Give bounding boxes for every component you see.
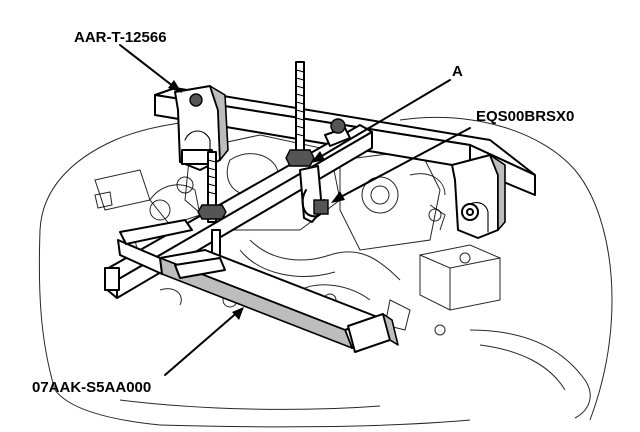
- label-a: A: [452, 63, 463, 80]
- label-eqs00brsx0: EQS00BRSX0: [476, 108, 574, 125]
- left-support-block: [174, 85, 229, 171]
- label-aar-t-12566: AAR-T-12566: [74, 29, 167, 46]
- engine-hanger-hook: [299, 118, 351, 223]
- leader-lines: [119, 44, 471, 376]
- lower-crossbar: [119, 219, 226, 279]
- right-support-block: [451, 154, 506, 239]
- label-07aak-s5aa000: 07AAK-S5AA000: [32, 379, 151, 396]
- engine-bay-outline: [38, 117, 613, 428]
